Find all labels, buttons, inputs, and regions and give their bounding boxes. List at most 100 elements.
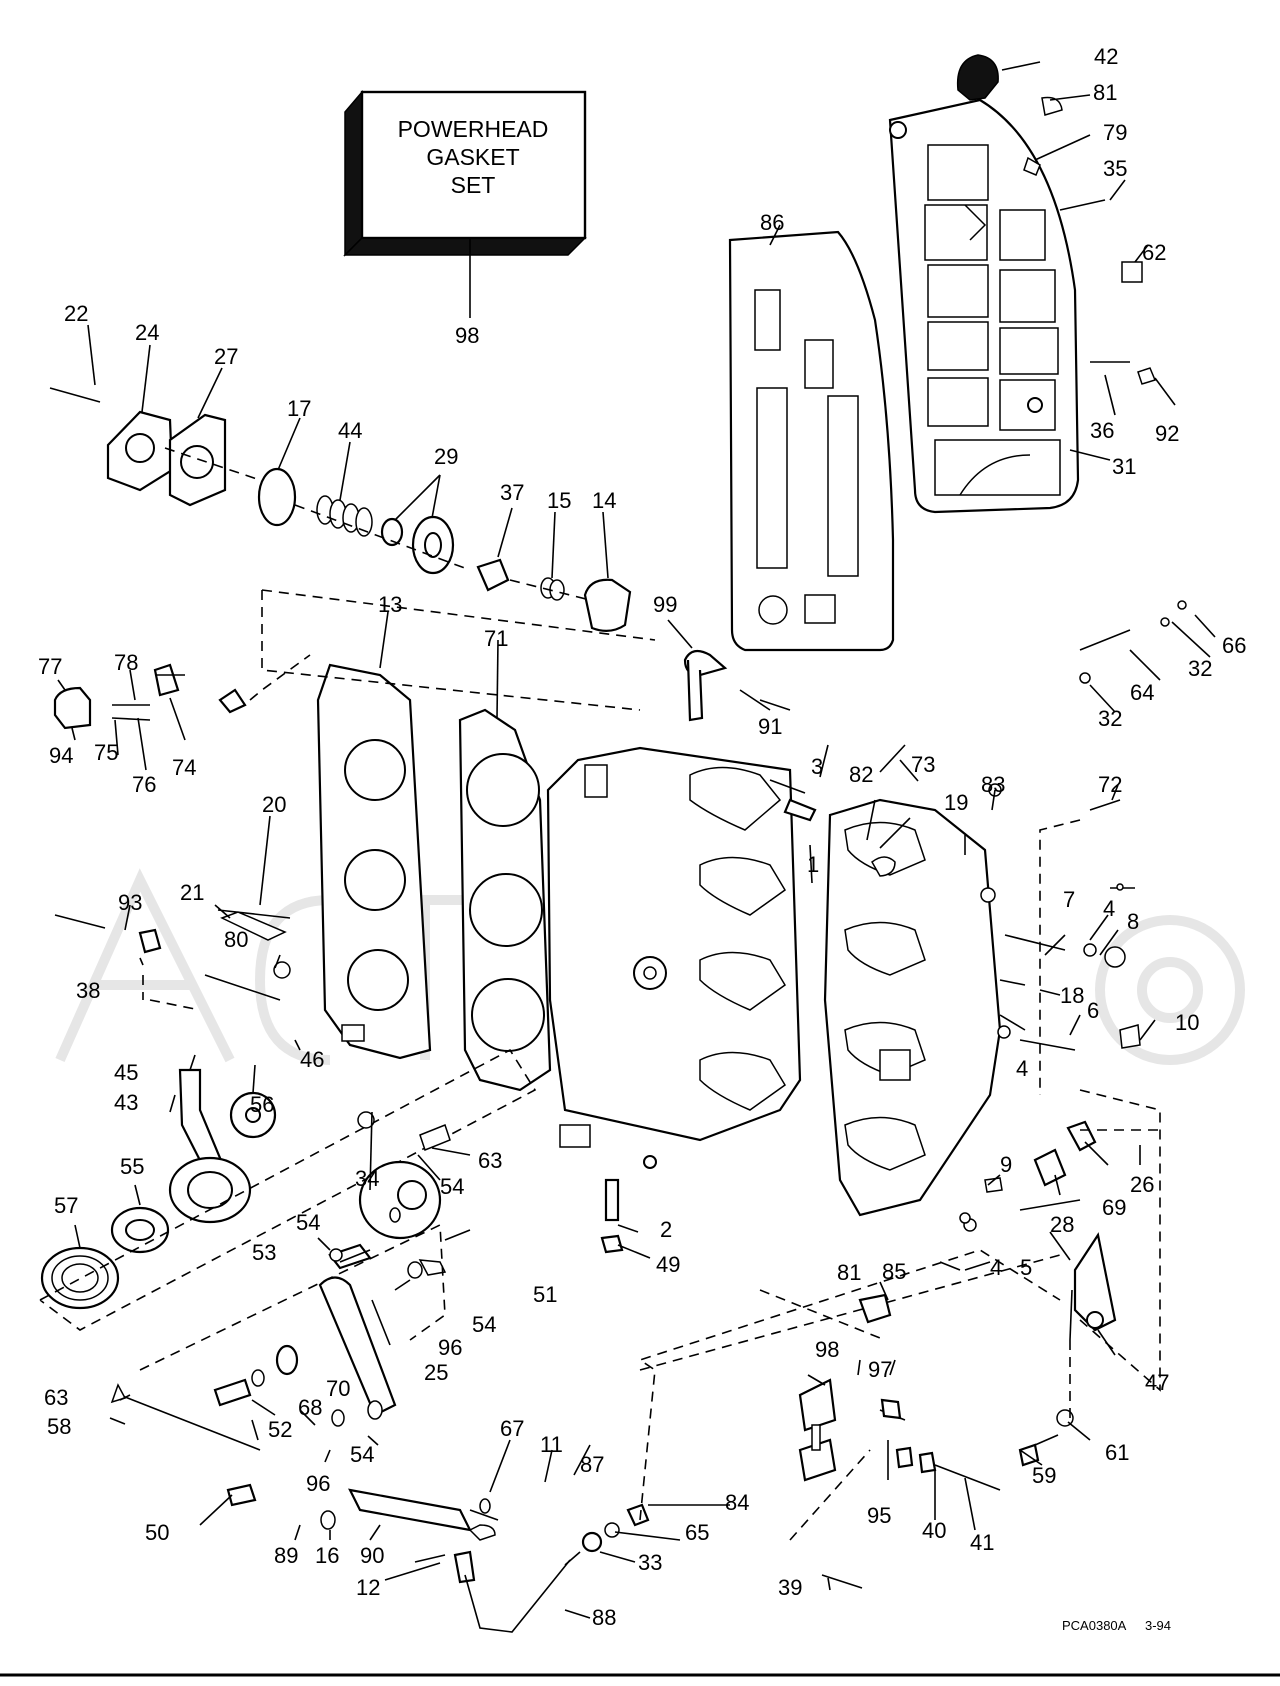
callout-31: 31 [1112, 454, 1136, 479]
callout-44: 44 [338, 418, 362, 443]
callout-89: 89 [274, 1543, 298, 1568]
leader-lines [57, 61, 1216, 1619]
callout-83: 83 [981, 772, 1005, 797]
callout-26: 26 [1130, 1172, 1154, 1197]
callout-24: 24 [135, 320, 159, 345]
callout-75: 75 [94, 740, 118, 765]
callout-50: 50 [145, 1520, 169, 1545]
callout-28: 28 [1050, 1212, 1074, 1237]
gasket-set-box: POWERHEAD GASKET SET [343, 89, 587, 318]
callout-54-a: 54 [440, 1174, 464, 1199]
callout-4-upper: 4 [1103, 896, 1115, 921]
callout-63-upper: 63 [478, 1148, 502, 1173]
callout-11: 11 [540, 1432, 563, 1457]
callout-34: 34 [355, 1166, 379, 1191]
callout-32-lower: 32 [1098, 706, 1122, 731]
callout-35: 35 [1103, 156, 1127, 181]
cylinder-head-dashed-outline [261, 589, 656, 711]
right-brackets [759, 819, 1161, 1589]
callout-99: 99 [653, 592, 677, 617]
callout-22: 22 [64, 301, 88, 326]
callout-70: 70 [326, 1376, 350, 1401]
callout-10: 10 [1175, 1010, 1199, 1035]
callout-73: 73 [911, 752, 935, 777]
callout-95: 95 [867, 1503, 891, 1528]
callout-81: 81 [1093, 80, 1117, 105]
callout-62: 62 [1142, 240, 1166, 265]
fasteners [54, 600, 1187, 1254]
callout-76: 76 [132, 772, 156, 797]
exhaust-hardware [956, 54, 1157, 385]
callout-3: 3 [811, 754, 823, 779]
callout-88: 88 [592, 1605, 616, 1630]
callout-71: 71 [484, 626, 508, 651]
exhaust-cover-gasket [728, 230, 895, 652]
callout-93: 93 [118, 890, 142, 915]
callout-8: 8 [1127, 909, 1139, 934]
callout-54-b: 54 [296, 1210, 320, 1235]
kit-box-line-2: GASKET [426, 144, 519, 170]
callout-51: 51 [533, 1282, 557, 1307]
callout-68: 68 [298, 1395, 322, 1420]
callout-54-d: 54 [350, 1442, 374, 1467]
callout-5: 5 [1020, 1255, 1032, 1280]
bypass-cover-parts [49, 387, 632, 632]
callout-61: 61 [1105, 1440, 1129, 1465]
callout-87: 87 [580, 1452, 604, 1477]
callout-18: 18 [1060, 983, 1084, 1008]
callout-41: 41 [970, 1530, 994, 1555]
callout-69: 69 [1102, 1195, 1126, 1220]
callout-58: 58 [47, 1414, 71, 1439]
callout-40: 40 [922, 1518, 946, 1543]
callout-labels: 98 42 81 79 35 86 62 36 92 31 22 24 27 1… [38, 44, 1246, 1630]
callout-56: 56 [250, 1092, 274, 1117]
callout-92: 92 [1155, 421, 1179, 446]
callout-77: 77 [38, 654, 62, 679]
callout-45: 45 [114, 1060, 138, 1085]
callout-14: 14 [592, 488, 616, 513]
callout-98-lower: 98 [815, 1337, 839, 1362]
callout-6: 6 [1087, 998, 1099, 1023]
kit-box-line-1: POWERHEAD [398, 116, 549, 142]
callout-96-upper: 96 [438, 1335, 462, 1360]
callout-98: 98 [455, 323, 479, 348]
callout-37: 37 [500, 480, 524, 505]
callout-82: 82 [849, 762, 873, 787]
callout-79: 79 [1103, 120, 1127, 145]
callout-91: 91 [758, 714, 782, 739]
exhaust-cover [888, 98, 1080, 514]
callout-32-upper: 32 [1188, 656, 1212, 681]
callout-65: 65 [685, 1520, 709, 1545]
callout-19: 19 [944, 790, 968, 815]
callout-7: 7 [1063, 887, 1075, 912]
callout-47: 47 [1145, 1370, 1169, 1395]
callout-15: 15 [547, 488, 571, 513]
callout-17: 17 [287, 396, 311, 421]
callout-49: 49 [656, 1252, 680, 1277]
throttle-linkage [39, 975, 1061, 1633]
callout-96-lower: 96 [306, 1471, 330, 1496]
callout-66: 66 [1222, 633, 1246, 658]
callout-9: 9 [1000, 1152, 1012, 1177]
callout-94: 94 [49, 743, 73, 768]
callout-25: 25 [424, 1360, 448, 1385]
callout-33: 33 [638, 1550, 662, 1575]
callout-55: 55 [120, 1154, 144, 1179]
callout-52: 52 [268, 1417, 292, 1442]
callout-63-lower: 63 [44, 1385, 68, 1410]
callout-29: 29 [434, 444, 458, 469]
callout-85: 85 [882, 1259, 906, 1284]
callout-97: 97 [868, 1357, 892, 1382]
reference-code: PCA0380A [1062, 1618, 1127, 1633]
callout-72: 72 [1098, 772, 1122, 797]
callout-84: 84 [725, 1490, 749, 1515]
callout-1: 1 [807, 852, 819, 877]
callout-78: 78 [114, 650, 138, 675]
callout-4-middle: 4 [1016, 1056, 1028, 1081]
callout-12: 12 [356, 1575, 380, 1600]
callout-59: 59 [1032, 1463, 1056, 1488]
callout-4-lower: 4 [990, 1255, 1002, 1280]
callout-81-lower: 81 [837, 1260, 861, 1285]
